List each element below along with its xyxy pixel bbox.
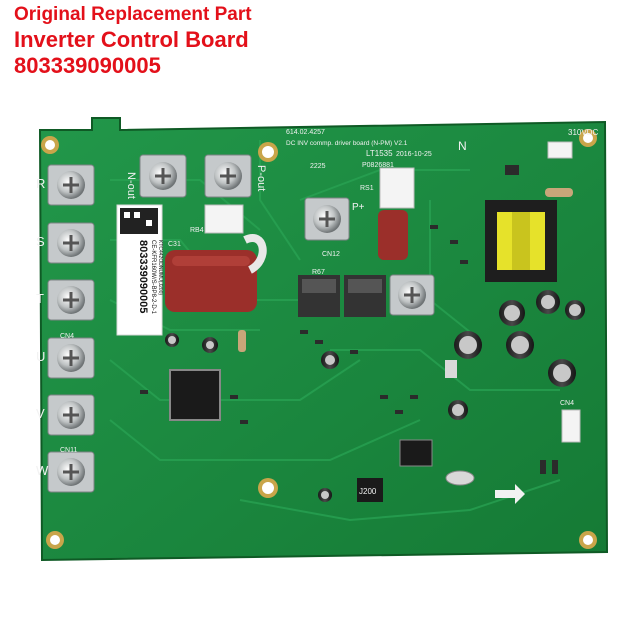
- silk-2225: 2225: [310, 163, 326, 170]
- transformer: [485, 200, 557, 282]
- electrolytic-capacitors: [165, 290, 585, 502]
- silk-p-out: P-out: [255, 165, 267, 191]
- product-caption: Original Replacement Part Inverter Contr…: [14, 4, 252, 80]
- silk-j200: J200: [359, 487, 377, 496]
- white-connector: [204, 204, 244, 234]
- silk-w: W: [36, 463, 49, 478]
- silk-part-code: 614.02.4257: [286, 129, 325, 136]
- power-modules: [298, 275, 386, 317]
- silk-u: U: [36, 349, 45, 364]
- film-capacitor-large: [165, 234, 267, 312]
- silk-rb4: RB4: [190, 227, 204, 234]
- sticker-model: CE-KFR160W/S-BP8-2-D-1: [150, 240, 156, 315]
- terminal-t: [47, 279, 95, 321]
- silk-cn11: CN11: [60, 447, 77, 454]
- terminal-p-out: [204, 154, 252, 198]
- mounting-holes: [41, 129, 597, 549]
- connector-cn4: [561, 409, 581, 443]
- terminal-s: [47, 222, 95, 264]
- silkscreen-labels: R S T U V W N-out P-out P+ N 310VDC 614.…: [36, 128, 598, 496]
- label-sticker: [116, 204, 163, 336]
- silk-s: S: [36, 234, 45, 249]
- silk-p-plus: P+: [352, 202, 365, 213]
- silk-n: N: [458, 139, 467, 153]
- smd-components: [140, 165, 558, 474]
- sticker-code: KTC442ODNUMU(J200): [157, 240, 163, 295]
- white-relay: [379, 167, 415, 209]
- j200-chip: [357, 478, 383, 502]
- silk-n-out: N-out: [125, 172, 137, 199]
- silk-vdc: 310VDC: [568, 128, 598, 137]
- silk-rs1: RS1: [360, 185, 374, 192]
- silk-board-desc: DC INV commp. driver board (N-PM) V2.1: [286, 140, 408, 147]
- caption-line-1: Original Replacement Part: [14, 4, 252, 25]
- terminal-n-out: [139, 154, 187, 198]
- silk-r: R: [36, 176, 45, 191]
- silk-cn12: CN12: [322, 251, 340, 258]
- silk-date: 2016-10-25: [396, 151, 432, 158]
- terminal-mid: [389, 274, 435, 316]
- pcb-board: [38, 117, 609, 562]
- silk-cn4b: CN4: [60, 333, 74, 340]
- microcontroller-chip: [169, 369, 221, 421]
- arrow-marking: [495, 484, 525, 504]
- terminal-v: [47, 394, 95, 436]
- connector-top-right: [547, 141, 573, 159]
- silk-v: V: [36, 406, 45, 421]
- silk-pcode: P0826881: [362, 162, 394, 169]
- driver-chip: [399, 439, 433, 467]
- terminal-column-left: [47, 164, 95, 493]
- resistors: [238, 188, 573, 378]
- silk-lot: LT1535: [366, 149, 393, 158]
- sticker-text: 803339090005 CE-KFR160W/S-BP8-2-D-1 KTC4…: [137, 240, 163, 315]
- terminal-r: [47, 164, 95, 206]
- silk-cn4: CN4: [560, 400, 574, 407]
- sticker-number: 803339090005: [137, 240, 149, 313]
- caption-line-2: Inverter Control Board: [14, 26, 249, 52]
- terminal-w: [47, 451, 95, 493]
- terminal-u: [47, 337, 95, 379]
- film-capacitor-small: [378, 210, 408, 260]
- silk-r67: R67: [312, 269, 325, 276]
- terminal-p-plus: [304, 197, 350, 241]
- crystal-oscillator: [445, 470, 475, 486]
- silk-c31: C31: [168, 241, 181, 248]
- caption-line-3: 803339090005: [14, 53, 161, 79]
- silk-t: T: [36, 291, 44, 306]
